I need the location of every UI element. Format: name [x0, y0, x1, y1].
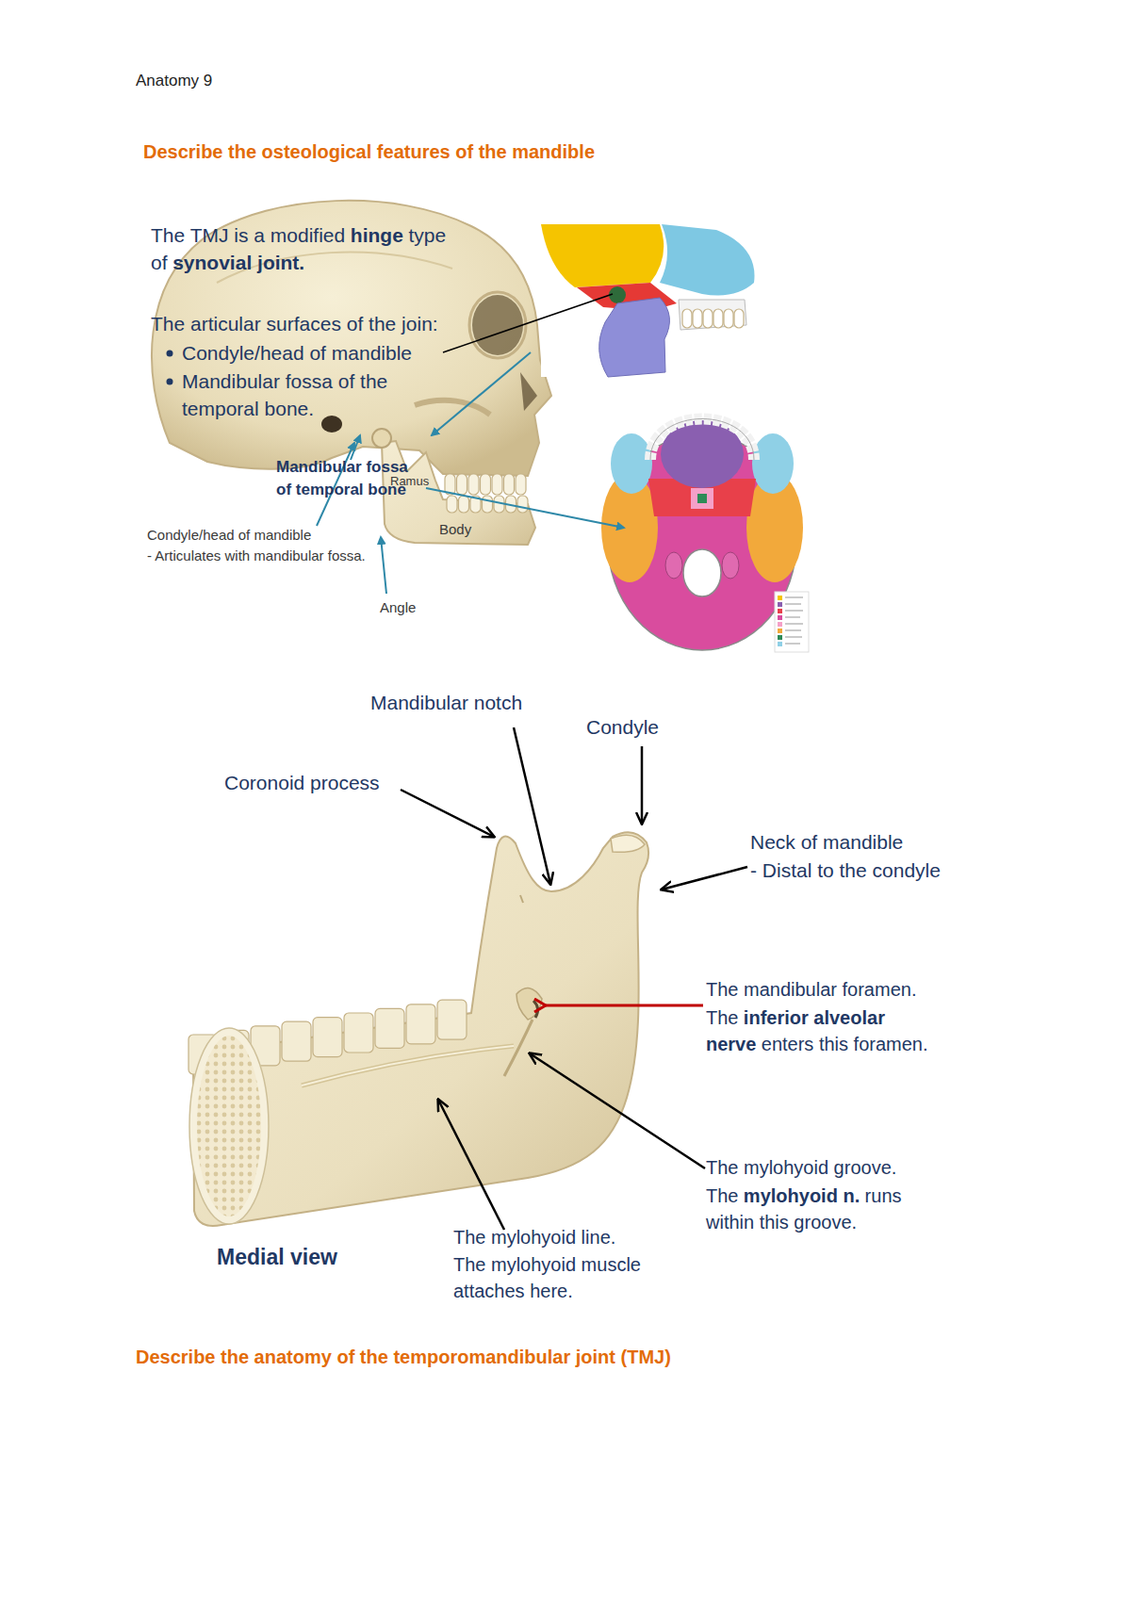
tooth	[692, 309, 703, 328]
colored-skull-inset	[540, 224, 755, 377]
leader-arrows	[400, 727, 748, 1230]
text-label: Mandibular fossa of the temporal bone.	[181, 367, 413, 424]
tooth	[713, 309, 723, 328]
text-label: Condyle/head of mandible	[181, 339, 412, 367]
text-label: Anatomy 9	[135, 69, 213, 93]
page-heading: Describe the osteological features of th…	[143, 138, 595, 165]
tooth	[703, 309, 713, 328]
tooth	[375, 1008, 405, 1049]
text-run: hinge	[350, 224, 404, 246]
tooth	[446, 495, 458, 513]
text-label: The mylohyoid groove.	[705, 1154, 897, 1181]
text-label: Condyle/head of mandible	[147, 524, 312, 545]
tooth	[482, 495, 493, 513]
skull-lateral	[151, 200, 552, 545]
text-label: Mandibular notch	[370, 688, 523, 717]
tooth	[515, 474, 526, 495]
tooth	[344, 1013, 374, 1053]
tooth	[457, 474, 468, 495]
text-block: Themylohyoid n.runs within this groove.	[705, 1182, 912, 1236]
tooth	[504, 474, 515, 495]
text-run: The	[705, 1185, 738, 1207]
text-label: Neck of mandible	[750, 828, 903, 856]
text-run: The TMJ is a modified	[150, 224, 345, 246]
teeth	[682, 309, 744, 328]
tooth	[406, 1004, 436, 1045]
text-run: The	[705, 1007, 738, 1029]
tooth	[312, 1017, 343, 1058]
text-block: Theinferior alveolar nerveenters this fo…	[705, 1004, 989, 1058]
text-run: enters this foramen.	[761, 1033, 929, 1055]
tooth	[281, 1021, 312, 1062]
text-label: Coronoid process	[224, 769, 380, 797]
bullet	[166, 350, 174, 358]
mandible-medial-view	[188, 832, 649, 1227]
tooth	[682, 309, 692, 328]
text-label: Mandibular fossa of temporal bone	[276, 456, 418, 502]
tiny-legend	[774, 591, 809, 653]
text-run: mylohyoid n.	[743, 1185, 860, 1207]
text-label: The mandibular foramen.	[705, 976, 917, 1003]
tooth	[517, 495, 528, 513]
tooth	[491, 474, 503, 495]
text-label: The mylohyoid line.	[453, 1224, 616, 1251]
text-label: - Distal to the condyle	[750, 856, 941, 885]
text-label: Condyle	[586, 713, 659, 741]
text-label: The mylohyoid muscle attaches here.	[453, 1251, 680, 1305]
text-block: The TMJ is a modifiedhingetype ofsynovia…	[150, 221, 524, 278]
tooth	[437, 999, 467, 1040]
text-label: Describe the anatomy of the temporomandi…	[135, 1344, 672, 1371]
tooth	[480, 474, 492, 495]
bullet	[166, 378, 174, 386]
text-label: Body	[439, 519, 472, 540]
text-label: Medial view	[216, 1242, 338, 1273]
text-label: - Articulates with mandibular fossa.	[147, 545, 369, 566]
tooth	[468, 474, 479, 495]
tooth	[734, 309, 744, 328]
tooth	[458, 495, 470, 513]
tooth	[723, 309, 734, 328]
skull-base-inset	[601, 419, 809, 654]
text-run: synovial joint.	[172, 251, 305, 274]
text-label: The articular surfaces of the join:	[150, 310, 439, 338]
text-label: Angle	[379, 597, 416, 618]
